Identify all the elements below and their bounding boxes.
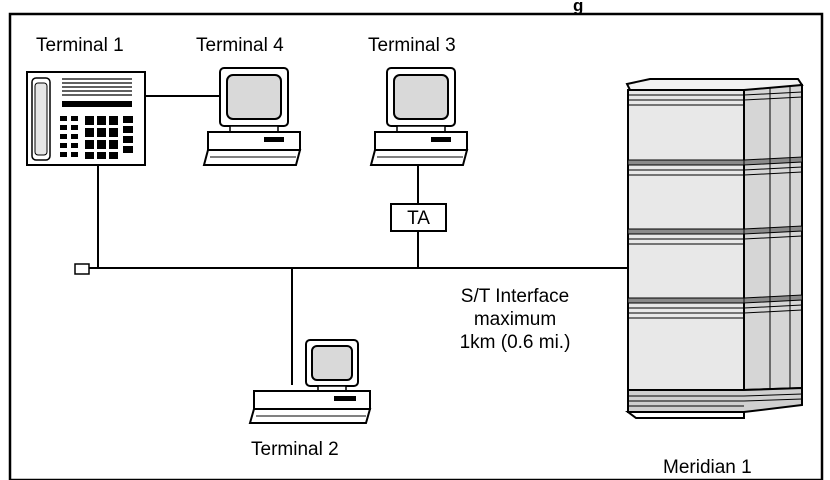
terminal-adapter-label: TA [407,208,430,229]
computer-icon [202,67,302,166]
interface-line-3: 1km (0.6 mi.) [459,332,571,353]
meridian-cabinet-icon [625,78,804,419]
terminal-adapter-box: TA [390,203,447,232]
s-t-interface-note: S/T Interface maximum 1km (0.6 mi.) [440,285,590,354]
interface-line-2: maximum [473,309,557,330]
bus-terminator [74,263,90,275]
meridian-1-label: Meridian 1 [663,457,752,478]
computer-icon [248,339,372,424]
computer-icon [369,67,469,166]
terminal-4-label: Terminal 4 [196,35,284,56]
top-cutoff-text: g [573,0,583,15]
diagram-border [8,12,824,480]
interface-line-1: S/T Interface [460,286,570,307]
terminal-3-label: Terminal 3 [368,35,456,56]
terminal-2-label: Terminal 2 [251,439,339,460]
phone-icon [26,71,146,166]
terminal-1-label: Terminal 1 [36,35,124,56]
connection-lines [85,95,632,385]
